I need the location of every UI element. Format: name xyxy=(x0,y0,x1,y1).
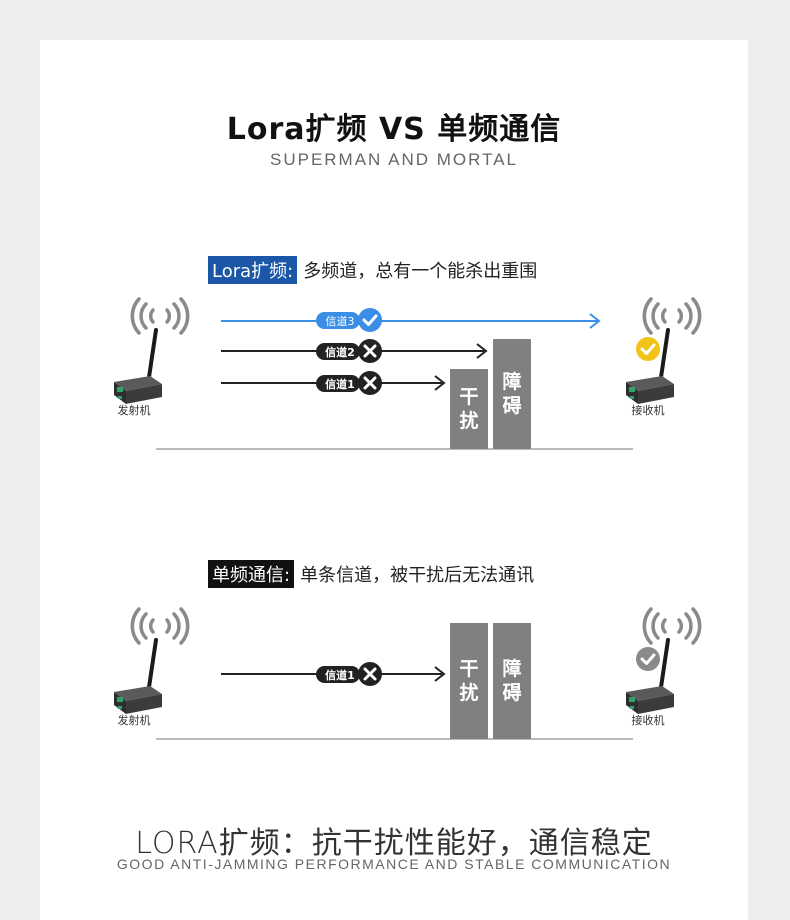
interference-char-1: 干 xyxy=(459,385,478,409)
receiver-wifi-icon xyxy=(644,609,699,643)
interference-block: 干 扰 xyxy=(450,369,488,449)
receiver-label: 接收机 xyxy=(618,402,678,418)
channel-3-signal: 信道3 xyxy=(221,308,599,332)
single-channel-1-signal: 信道1 xyxy=(221,662,444,686)
interference-char-2: 扰 xyxy=(459,681,478,705)
single-caption: 单频通信: 单条信道，被干扰后无法通讯 xyxy=(208,560,534,588)
channel-2-label: 信道2 xyxy=(325,345,355,359)
interference-block: 干 扰 xyxy=(450,623,488,739)
receiver-wifi-icon xyxy=(644,299,699,333)
footer-subtitle: GOOD ANTI-JAMMING PERFORMANCE AND STABLE… xyxy=(40,856,748,872)
transmitter-wifi-icon xyxy=(132,609,187,643)
channel-2-signal: 信道2 xyxy=(221,339,486,363)
interference-char-2: 扰 xyxy=(459,409,478,433)
obstacle-char-1: 障 xyxy=(502,370,521,394)
obstacle-char-2: 碍 xyxy=(502,681,521,705)
receiver-check-gray-icon xyxy=(636,647,660,671)
transmitter-device-icon xyxy=(114,330,162,404)
transmitter-label: 发射机 xyxy=(104,402,164,418)
transmitter-label: 发射机 xyxy=(104,712,164,728)
channel-3-check-icon xyxy=(358,308,382,332)
channel-3-label: 信道3 xyxy=(326,314,355,328)
transmitter-wifi-icon xyxy=(132,299,187,333)
obstacle-block: 障 碍 xyxy=(493,339,531,449)
single-channel-1-label: 信道1 xyxy=(325,668,355,682)
receiver-check-icon xyxy=(636,337,660,361)
channel-1-label: 信道1 xyxy=(325,377,355,391)
channel-1-signal: 信道1 xyxy=(221,371,444,395)
single-caption-text: 单条信道，被干扰后无法通讯 xyxy=(300,565,534,586)
obstacle-block: 障 碍 xyxy=(493,623,531,739)
transmitter-device-icon xyxy=(114,640,162,714)
receiver-label: 接收机 xyxy=(618,712,678,728)
obstacle-char-1: 障 xyxy=(502,657,521,681)
single-tag: 单频通信: xyxy=(208,560,294,588)
obstacle-char-2: 碍 xyxy=(502,394,521,418)
interference-char-1: 干 xyxy=(459,657,478,681)
